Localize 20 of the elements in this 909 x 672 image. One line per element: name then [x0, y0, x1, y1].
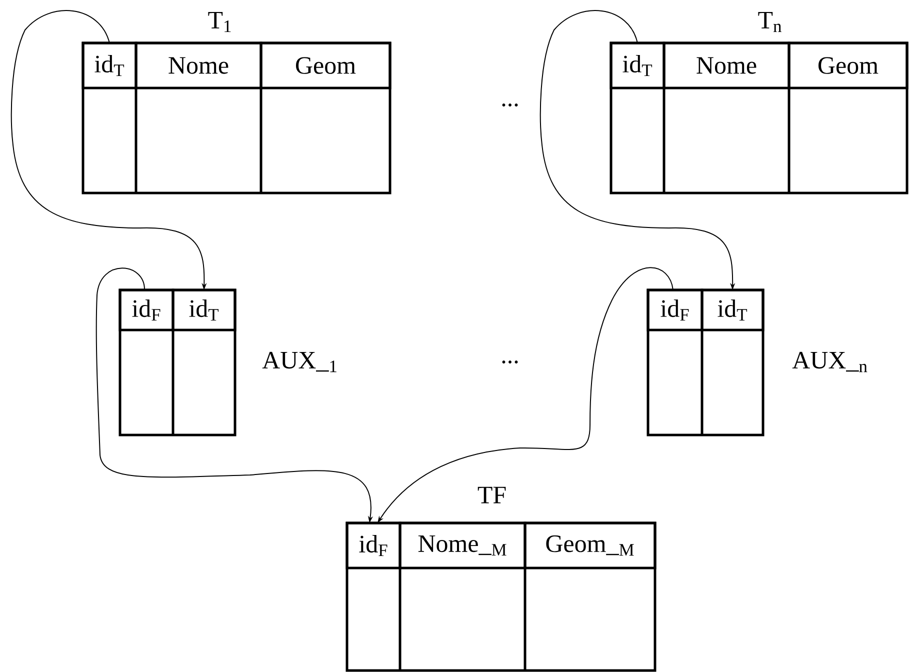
node-label: AUX_$_{1}$: [262, 352, 336, 372]
header-cell: id$_{T}$: [172, 288, 236, 332]
header-cell: id$_{T}$: [610, 42, 666, 90]
header-cell: id$_{F}$: [646, 288, 704, 332]
header-cell: id$_{T}$: [700, 288, 764, 332]
header-cell: Nome: [134, 42, 262, 90]
header-cell: id$_{T}$: [82, 42, 138, 90]
header-cell: id$_{F}$: [118, 288, 174, 332]
ellipsis: ...: [502, 104, 518, 106]
header-cell: Geom_$_{M}$: [524, 522, 656, 570]
node-label: TF: [478, 486, 506, 504]
header-cell: Geom: [260, 42, 392, 90]
header-cell: Nome: [662, 42, 790, 90]
header-cell: id$_{F}$: [346, 522, 402, 570]
node-label: AUX_$_{n}$: [792, 352, 868, 372]
node-label: T$_{n}$: [758, 12, 782, 32]
header-cell: Geom: [788, 42, 908, 90]
header-cell: Nome_$_{M}$: [398, 522, 526, 570]
node-label: T$_{1}$: [208, 12, 231, 32]
ellipsis: ...: [502, 360, 518, 364]
